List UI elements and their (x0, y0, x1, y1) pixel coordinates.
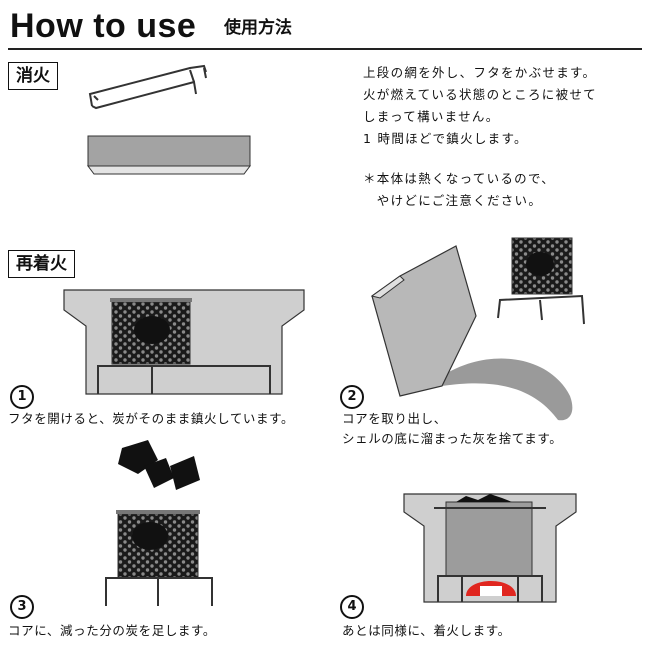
caption-line: シェルの底に溜まった灰を捨てます。 (342, 431, 563, 446)
step-caption-4: あとは同様に、着火します。 (342, 623, 511, 638)
step3-add-charcoal-illustration (105, 440, 213, 606)
lid-illustration (87, 135, 251, 175)
grill-net-illustration (88, 64, 207, 110)
caption-line: コアを取り出し、 (342, 411, 447, 426)
header-divider (8, 48, 642, 50)
instruction-line: 上段の網を外し、フタをかぶせます。 (363, 65, 597, 80)
caution-line: ＊本体は熱くなっているので、 (363, 171, 556, 186)
step-number-2: 2 (340, 385, 364, 409)
step2-ash-dump-illustration (370, 237, 585, 421)
caution-line: やけどにご注意ください。 (363, 193, 543, 208)
step-number-4: 4 (340, 595, 364, 619)
instruction-line: しまって構いません。 (363, 109, 500, 124)
section-label-reignite: 再着火 (8, 250, 75, 278)
step1-grill-illustration (63, 289, 305, 395)
step-number-3: 3 (10, 595, 34, 619)
section-label-extinguish: 消火 (8, 62, 58, 90)
instruction-line: 1 時間ほどで鎮火します。 (363, 131, 528, 146)
extinguish-instructions: 上段の網を外し、フタをかぶせます。 火が燃えている状態のところに被せて しまって… (363, 62, 597, 212)
step-caption-1: フタを開けると、炭がそのまま鎮火しています。 (8, 411, 295, 426)
step-caption-3: コアに、減った分の炭を足します。 (8, 623, 216, 638)
step-number-1: 1 (10, 385, 34, 409)
step4-reignite-illustration (403, 493, 577, 603)
instruction-line: 火が燃えている状態のところに被せて (363, 87, 597, 102)
step-caption-2: コアを取り出し、 シェルの底に溜まった灰を捨てます。 (342, 409, 562, 449)
page-title: How to use (10, 7, 197, 45)
page-subtitle: 使用方法 (224, 18, 292, 38)
